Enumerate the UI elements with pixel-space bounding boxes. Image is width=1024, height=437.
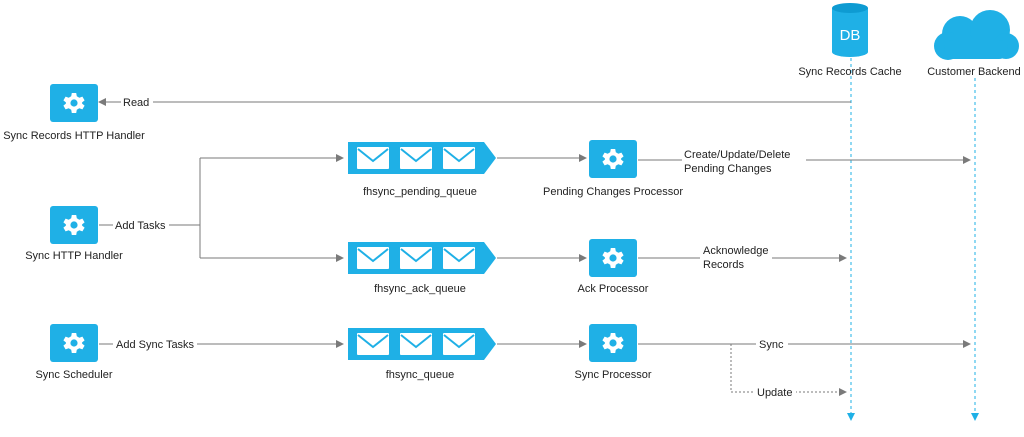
sync-scheduler-label: Sync Scheduler bbox=[35, 369, 112, 381]
edge-label-update: Update bbox=[757, 387, 792, 399]
edge-label-add-tasks: Add Tasks bbox=[115, 220, 166, 232]
pending-queue-label: fhsync_pending_queue bbox=[363, 186, 477, 198]
sync-http-handler-node: Sync HTTP Handler bbox=[25, 206, 123, 262]
database-icon: DB bbox=[832, 3, 868, 57]
pending-changes-processor-node: Pending Changes Processor bbox=[543, 140, 683, 198]
pending-changes-processor-label: Pending Changes Processor bbox=[543, 186, 683, 198]
ack-queue-label: fhsync_ack_queue bbox=[374, 283, 466, 295]
edge-label-records: Records bbox=[703, 259, 744, 271]
edge-label-sync: Sync bbox=[759, 339, 784, 351]
sync-records-http-handler-label: Sync Records HTTP Handler bbox=[3, 130, 145, 142]
sync-scheduler-node: Sync Scheduler bbox=[35, 324, 113, 381]
edge-update bbox=[730, 344, 847, 396]
ack-processor-label: Ack Processor bbox=[578, 283, 649, 295]
ack-processor-node: Ack Processor bbox=[578, 239, 649, 295]
sync-http-handler-label: Sync HTTP Handler bbox=[25, 250, 123, 262]
edge-label-read: Read bbox=[123, 97, 149, 109]
sync-queue-label: fhsync_queue bbox=[386, 369, 455, 381]
edge-label-pending-changes: Pending Changes bbox=[684, 163, 772, 175]
edge-label-create-update-delete: Create/Update/Delete bbox=[684, 149, 790, 161]
database-icon-text: DB bbox=[840, 27, 861, 44]
db-label: Sync Records Cache bbox=[798, 66, 901, 78]
sync-queue-node: fhsync_queue bbox=[348, 328, 496, 381]
pending-queue-node: fhsync_pending_queue bbox=[348, 142, 496, 198]
cloud-icon bbox=[934, 10, 1019, 60]
ack-queue-node: fhsync_ack_queue bbox=[348, 242, 496, 295]
cloud-label: Customer Backend bbox=[927, 66, 1021, 78]
edge-label-acknowledge: Acknowledge bbox=[703, 245, 768, 257]
sync-processor-node: Sync Processor bbox=[574, 324, 652, 381]
edge-label-add-sync-tasks: Add Sync Tasks bbox=[116, 339, 195, 351]
sync-records-http-handler-node: Sync Records HTTP Handler bbox=[3, 84, 145, 142]
sync-processor-label: Sync Processor bbox=[574, 369, 651, 381]
